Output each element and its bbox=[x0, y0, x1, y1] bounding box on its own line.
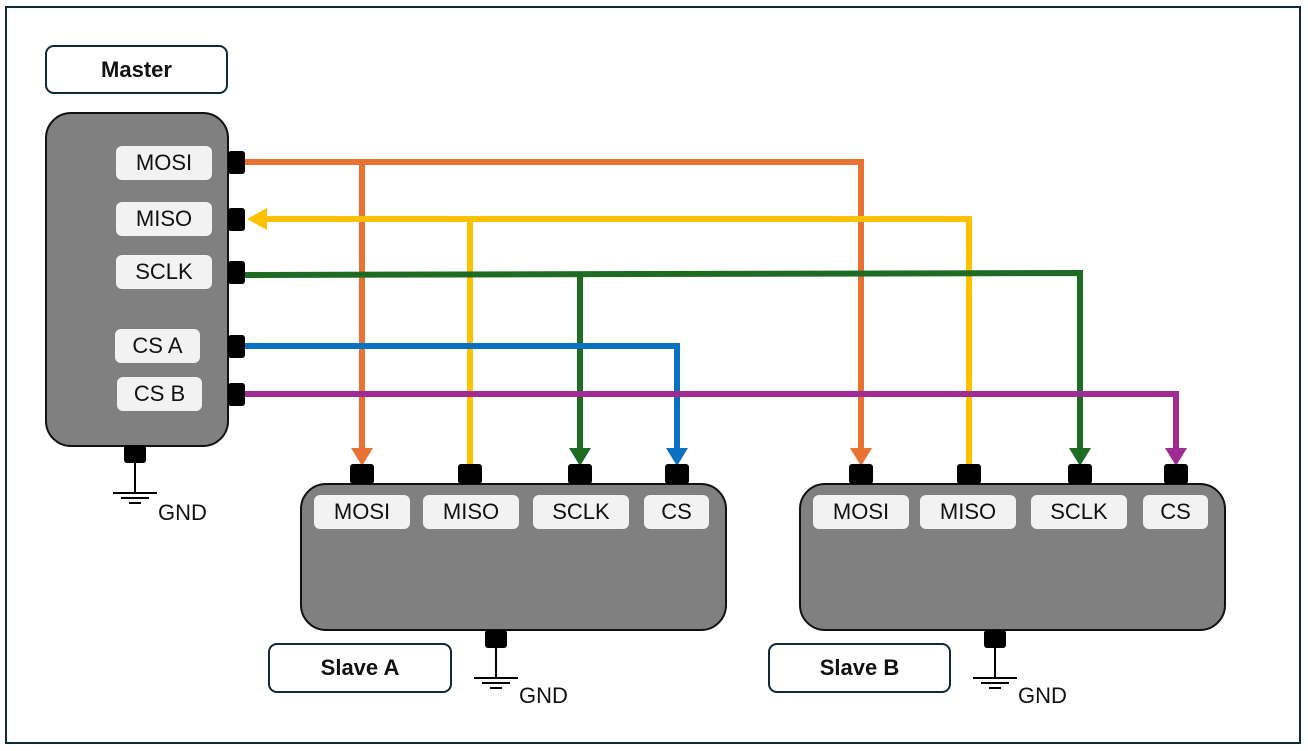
slave-b-pin-sclk: SCLK bbox=[1031, 495, 1127, 529]
slave-a-pin-sclk: SCLK bbox=[533, 495, 629, 529]
slave-b-connector-3 bbox=[1164, 464, 1188, 484]
slave-a-ground-icon-connector bbox=[485, 630, 507, 648]
master-connector-2 bbox=[228, 261, 245, 284]
slave-a-pin-miso: MISO bbox=[423, 495, 519, 529]
slave-b-ground-icon-connector bbox=[984, 630, 1006, 648]
arrow-miso-master bbox=[247, 208, 267, 230]
arrow-cs-slave-a bbox=[666, 448, 688, 466]
master-pin-cs-b: CS B bbox=[117, 377, 202, 411]
slave-b-connector-0 bbox=[849, 464, 873, 484]
slave-b-pin-cs: CS bbox=[1143, 495, 1208, 529]
slave-a-connector-3 bbox=[665, 464, 689, 484]
arrow-sclk-slave-b bbox=[1069, 448, 1091, 466]
arrow-mosi-slave-a bbox=[351, 448, 373, 466]
wire-cs-b bbox=[240, 391, 1179, 448]
master-connector-1 bbox=[228, 208, 245, 231]
slave-b-title: Slave B bbox=[768, 643, 951, 693]
arrow-cs-slave-b bbox=[1165, 448, 1187, 466]
slave-a-connector-2 bbox=[568, 464, 592, 484]
master-connector-3 bbox=[228, 335, 245, 358]
wire-sclk-slave-b bbox=[239, 269, 1083, 448]
wire-cs-a bbox=[240, 343, 680, 448]
master-pin-miso: MISO bbox=[116, 202, 212, 236]
master-connector-0 bbox=[228, 151, 245, 174]
master-gnd-label: GND bbox=[158, 500, 207, 525]
diagram-frame bbox=[5, 6, 1301, 744]
slave-b-pin-miso: MISO bbox=[920, 495, 1016, 529]
master-pin-sclk: SCLK bbox=[116, 255, 212, 289]
wire-mosi-slave-b bbox=[240, 159, 864, 448]
slave-a-connector-0 bbox=[350, 464, 374, 484]
arrow-mosi-slave-b bbox=[850, 448, 872, 466]
slave-b-pin-mosi: MOSI bbox=[813, 495, 909, 529]
master-ground-icon-connector bbox=[124, 445, 146, 463]
wire-miso-slave-b bbox=[265, 216, 972, 468]
slave-a-connector-1 bbox=[458, 464, 482, 484]
slave-a-gnd-label: GND bbox=[519, 683, 568, 708]
slave-a-pin-cs: CS bbox=[644, 495, 709, 529]
slave-b-connector-1 bbox=[957, 464, 981, 484]
master-connector-4 bbox=[228, 383, 245, 406]
master-title: Master bbox=[45, 45, 228, 94]
slave-b-gnd-label: GND bbox=[1018, 683, 1067, 708]
master-pin-cs-a: CS A bbox=[115, 329, 200, 363]
slave-b-connector-2 bbox=[1068, 464, 1092, 484]
arrow-sclk-slave-a bbox=[569, 448, 591, 466]
master-pin-mosi: MOSI bbox=[116, 146, 212, 180]
slave-a-pin-mosi: MOSI bbox=[314, 495, 410, 529]
slave-a-title: Slave A bbox=[268, 643, 452, 693]
